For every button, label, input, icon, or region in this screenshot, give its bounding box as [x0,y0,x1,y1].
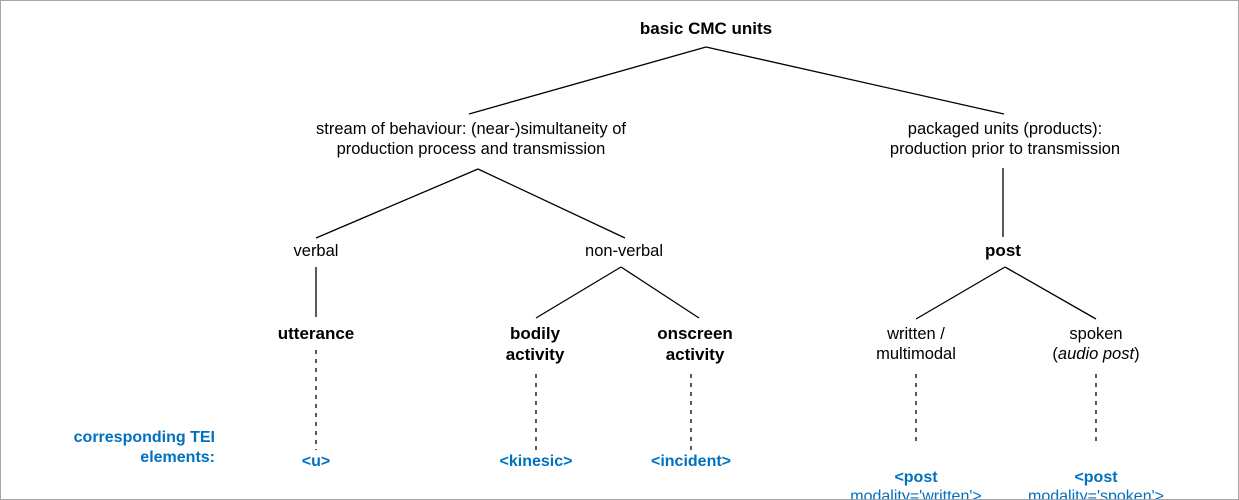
tei-element-incident: <incident> [650,453,732,470]
node-non-verbal: non-verbal [585,242,663,260]
node-onscreen-activity: onscreen activity [657,324,733,364]
edge-post-written [915,266,1006,320]
tei-element-kinesic: <kinesic> [499,453,573,470]
node-packaged-units: packaged units (products): production pr… [889,120,1121,159]
spoken-paren-close: ) [1134,345,1140,364]
edge-root-packaged [705,46,1005,115]
edge-stream-verbal [315,168,479,239]
tei-legend-label: corresponding TEI elements: [73,429,215,466]
edge-nonverbal-onscreen [620,266,700,319]
tei-post-spoken-tag: <post [1074,468,1118,486]
node-spoken-audio-post: spoken (audio post) [996,324,1196,364]
node-utterance: utterance [277,324,355,343]
node-verbal: verbal [293,242,339,260]
node-basic-cmc-units: basic CMC units [639,19,773,38]
tei-element-post-written: <post modality='written'> [796,448,1036,500]
edge-root-stream [468,46,707,115]
tei-element-post-spoken: <post modality='spoken'> [976,448,1216,500]
spoken-audio-post-italic: audio post [1057,345,1135,364]
tei-post-spoken-attribute: modality='spoken'> [1028,488,1164,500]
tei-post-written-tag: <post [894,468,938,486]
node-written-multimodal: written / multimodal [876,325,956,364]
edge-post-spoken [1004,266,1097,320]
spoken-label: spoken [1069,325,1123,343]
edge-stream-nonverbal [477,168,626,239]
spoken-paren-open: ( [1052,345,1058,364]
tei-post-written-attribute: modality='written'> [850,488,982,500]
node-stream-of-behaviour: stream of behaviour: (near-)simultaneity… [316,120,626,159]
edge-nonverbal-bodily [535,266,622,319]
node-bodily-activity: bodily activity [505,324,565,364]
node-post: post [985,241,1021,260]
tei-element-u: <u> [301,453,331,470]
